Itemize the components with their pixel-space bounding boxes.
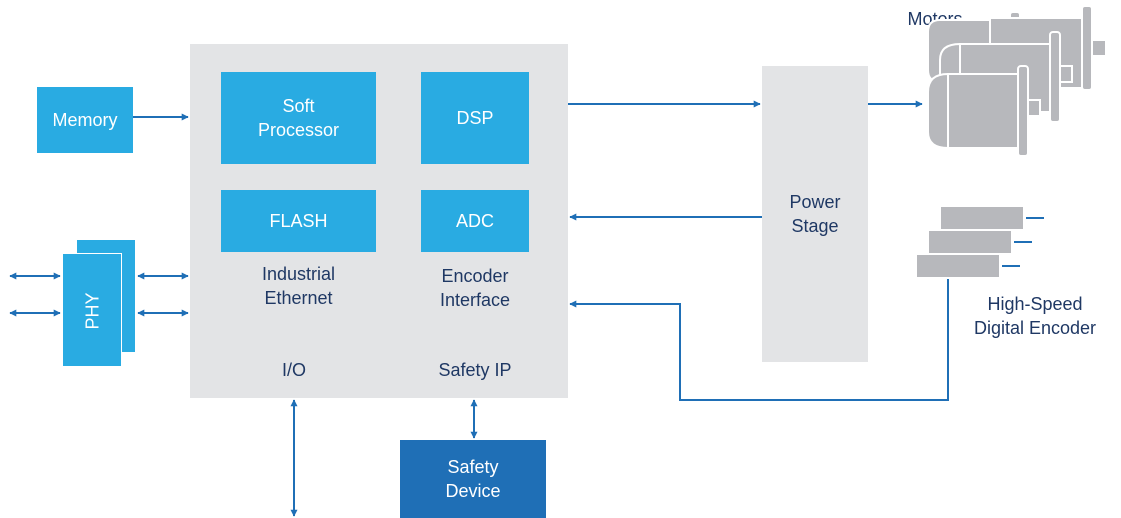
safety-ip-label: Safety IP	[438, 360, 512, 380]
phy-block: PHY	[62, 253, 122, 367]
flash-label: FLASH	[269, 211, 328, 231]
dsp-label: DSP	[456, 108, 494, 128]
adc-block: ADC	[421, 190, 529, 252]
encoder-interface-label: Encoder Interface	[439, 266, 511, 310]
memory-label: Memory	[52, 110, 118, 130]
safety-device-block: Safety Device	[400, 440, 546, 518]
memory-block: Memory	[37, 87, 133, 153]
soft-processor-block: Soft Processor	[221, 72, 376, 164]
dsp-block: DSP	[421, 72, 529, 164]
encoder-label: High-Speed Digital Encoder	[973, 294, 1097, 338]
io-label: I/O	[281, 360, 306, 380]
industrial-ethernet-label: Industrial Ethernet	[261, 264, 336, 308]
flash-block: FLASH	[221, 190, 376, 252]
power-stage-block: Power Stage	[762, 66, 868, 362]
encoder-stack-icon	[915, 205, 1025, 279]
power-stage-label: Power Stage	[789, 192, 841, 236]
motor-stack-icon	[927, 5, 1107, 157]
soft-processor-label: Soft Processor	[257, 96, 340, 140]
adc-label: ADC	[455, 211, 494, 231]
encoder-feedback-arrow	[569, 278, 949, 401]
safety-device-label: Safety Device	[445, 457, 501, 501]
encoder-shaft-lines	[1002, 217, 1044, 267]
